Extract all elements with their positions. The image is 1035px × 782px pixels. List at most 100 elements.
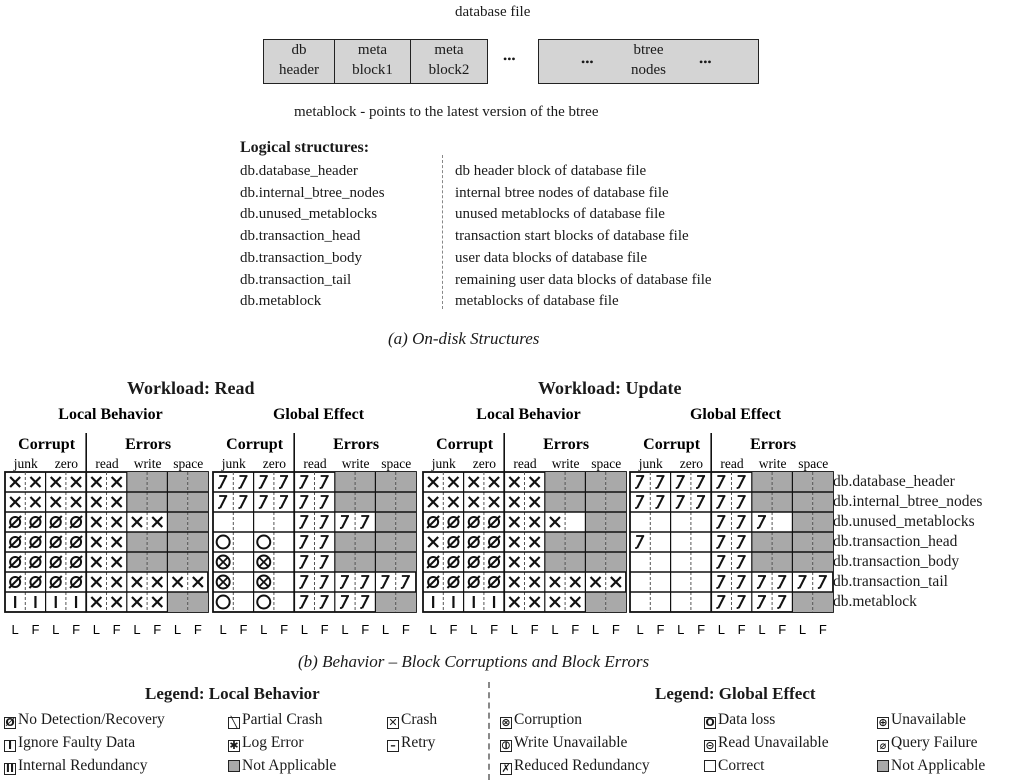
caption-b: (b) Behavior – Block Corruptions and Blo… xyxy=(298,652,650,671)
cell-not-applicable xyxy=(167,552,188,572)
global-effect-title: Global Effect xyxy=(273,406,365,423)
reduced-redundancy-mark xyxy=(736,535,746,549)
crash-mark xyxy=(90,536,103,548)
no-detection-mark xyxy=(426,575,440,589)
crash-mark xyxy=(151,576,164,588)
reduced-redundancy-mark xyxy=(319,575,329,589)
reduced-redundancy-mark xyxy=(635,535,645,549)
cell-not-applicable xyxy=(187,592,208,612)
cell-not-applicable xyxy=(355,552,376,572)
cell-not-applicable xyxy=(751,492,773,512)
lf-label: L xyxy=(12,622,19,637)
legend-item: ✕Crash xyxy=(387,711,437,729)
column-read: read xyxy=(303,456,326,471)
cell-not-applicable xyxy=(792,472,813,492)
legend-label: Retry xyxy=(401,734,436,751)
lf-label: L xyxy=(799,622,806,637)
column-write: write xyxy=(759,456,787,471)
reduced-redundancy-mark xyxy=(736,575,746,589)
cell-not-applicable xyxy=(187,472,208,492)
crash-mark xyxy=(90,556,103,568)
lf-label: L xyxy=(52,622,59,637)
no-detection-mark xyxy=(487,555,501,569)
no-detection-mark xyxy=(8,555,22,569)
legend-label: Ignore Faulty Data xyxy=(18,734,136,751)
cell-not-applicable xyxy=(395,492,416,512)
crash-mark xyxy=(528,576,541,588)
crash-mark xyxy=(447,476,460,488)
disk-box-line: header xyxy=(279,62,319,78)
cell-not-applicable xyxy=(334,472,356,492)
crash-mark xyxy=(569,596,582,608)
crash-mark xyxy=(131,576,143,588)
cell-not-applicable xyxy=(605,592,626,612)
reduced-redundancy-mark xyxy=(777,575,787,589)
disk-box-line: btree xyxy=(633,42,664,58)
no-detection-mark xyxy=(8,575,22,589)
no-detection-mark xyxy=(8,515,22,529)
reduced-redundancy-mark xyxy=(238,495,248,509)
cell-not-applicable xyxy=(187,512,208,532)
no-detection-mark xyxy=(446,575,461,589)
reduced-redundancy-mark xyxy=(299,575,309,589)
disk-box-metablock1: meta block1 xyxy=(334,39,411,84)
reduced-redundancy-mark xyxy=(736,515,746,529)
no-detection-mark xyxy=(69,575,83,589)
legend-label: Log Error xyxy=(242,734,304,751)
reduced-redundancy-mark xyxy=(360,595,370,609)
reduced-redundancy-mark xyxy=(319,555,329,569)
lf-label: L xyxy=(382,622,389,637)
crash-mark xyxy=(70,496,82,508)
group-corrupt: Corrupt xyxy=(18,436,76,453)
cell-not-applicable xyxy=(772,552,793,572)
cell-not-applicable xyxy=(395,552,416,572)
lf-label: L xyxy=(677,622,684,637)
column-zero: zero xyxy=(473,456,496,471)
no-detection-mark xyxy=(426,515,440,529)
crash-mark xyxy=(508,556,521,568)
reduced-redundancy-mark xyxy=(655,495,665,509)
disk-box-db-header: db header xyxy=(263,39,335,84)
legend-swatch-icon: ⦶ xyxy=(500,739,512,752)
cell-not-applicable xyxy=(544,552,566,572)
legend-item: Correct xyxy=(704,757,764,775)
disk-ellipsis: ••• xyxy=(503,52,516,66)
cell-not-applicable xyxy=(395,592,416,612)
lf-label: F xyxy=(72,622,80,637)
lf-label: F xyxy=(656,622,664,637)
crash-mark xyxy=(110,576,123,588)
no-detection-mark xyxy=(69,515,83,529)
crash-mark xyxy=(549,596,561,608)
column-write: write xyxy=(552,456,580,471)
cell-not-applicable xyxy=(167,592,188,612)
group-corrupt: Corrupt xyxy=(436,436,494,453)
cell-not-applicable xyxy=(167,492,188,512)
cell-not-applicable xyxy=(605,472,626,492)
crash-mark xyxy=(110,476,123,488)
legend-label: Unavailable xyxy=(891,711,966,728)
legend-item: ⊗Corruption xyxy=(500,711,582,729)
crash-mark xyxy=(29,476,42,488)
crash-mark xyxy=(151,516,164,528)
reduced-redundancy-mark xyxy=(736,495,746,509)
crash-mark xyxy=(508,596,521,608)
crash-mark xyxy=(569,576,582,588)
data-loss-mark xyxy=(215,534,231,550)
cell-not-applicable xyxy=(585,512,606,532)
crash-mark xyxy=(528,516,541,528)
reduced-redundancy-mark xyxy=(279,495,289,509)
legend-global-title: Legend: Global Effect xyxy=(655,684,816,703)
disk-box-metablock2: meta block2 xyxy=(410,39,488,84)
lf-label: F xyxy=(697,622,705,637)
crash-mark xyxy=(427,476,439,488)
reduced-redundancy-mark xyxy=(299,495,309,509)
reduced-redundancy-mark xyxy=(299,535,309,549)
cell-not-applicable xyxy=(375,512,396,532)
cell-not-applicable xyxy=(565,492,586,512)
lf-label: F xyxy=(280,622,288,637)
cell-not-applicable xyxy=(605,532,626,552)
crash-mark xyxy=(90,596,103,608)
logical-name: db.unused_metablocks xyxy=(240,206,378,223)
reduced-redundancy-mark xyxy=(258,495,268,509)
